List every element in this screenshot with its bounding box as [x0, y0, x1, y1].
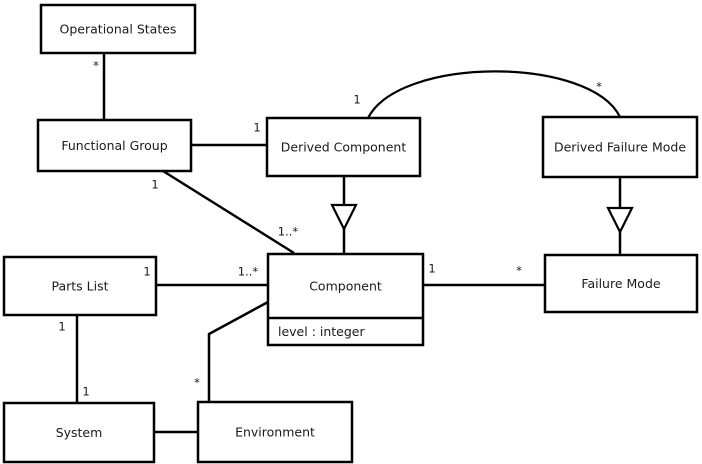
class-box-environment[interactable]: Environment: [196, 400, 354, 464]
class-name: Component: [309, 279, 382, 294]
association-component-environment: [207, 300, 269, 402]
labels-layer: * 1 1 1..* 1 * 1 1..* 1 * 1 1 *: [58, 59, 602, 399]
class-name: Derived Failure Mode: [554, 140, 686, 155]
class-box-functional-group[interactable]: Functional Group: [36, 118, 193, 173]
multiplicity-label: *: [596, 80, 602, 94]
multiplicity-label: 1..*: [278, 225, 299, 239]
multiplicity-label: 1: [353, 93, 360, 107]
class-name: Failure Mode: [581, 276, 660, 291]
multiplicity-label: 1..*: [238, 265, 259, 279]
class-box-component[interactable]: Component level : integer: [266, 252, 425, 347]
class-frame: [265, 116, 422, 178]
class-name: Functional Group: [61, 138, 167, 153]
class-frame: [543, 253, 699, 314]
class-frame: [196, 400, 354, 464]
class-frame: [266, 252, 425, 347]
association-functional-group-component: [162, 169, 295, 255]
multiplicity-label: 1: [143, 265, 150, 279]
class-name: System: [56, 425, 103, 440]
class-frame: [2, 401, 156, 464]
multiplicity-label: 1: [253, 121, 260, 135]
class-box-parts-list[interactable]: Parts List: [2, 255, 158, 317]
connector-line: [207, 300, 269, 402]
class-frame: [36, 118, 193, 173]
multiplicity-label: 1: [82, 385, 89, 399]
class-frame: [541, 115, 699, 179]
class-name: Derived Component: [281, 140, 407, 155]
multiplicity-label: 1: [58, 320, 65, 334]
multiplicity-label: *: [93, 59, 99, 73]
multiplicity-label: 1: [151, 178, 158, 192]
associations-layer: [75, 53, 634, 434]
multiplicity-label: 1: [428, 262, 435, 276]
class-frame: [39, 3, 197, 55]
class-box-derived-component[interactable]: Derived Component: [265, 116, 422, 178]
class-name: Environment: [235, 425, 315, 440]
class-frame: [2, 255, 158, 317]
multiplicity-label: *: [194, 376, 200, 390]
association-derived-failure-mode-generalization: [606, 177, 634, 255]
association-derived-component-derived-failure-mode: [367, 70, 621, 119]
association-derived-component-generalization: [330, 176, 358, 254]
class-box-derived-failure-mode[interactable]: Derived Failure Mode: [541, 115, 699, 179]
class-box-failure-mode[interactable]: Failure Mode: [543, 253, 699, 314]
class-attribute: level : integer: [278, 324, 365, 339]
class-name: Operational States: [60, 22, 177, 37]
connector-line: [367, 70, 621, 119]
class-box-system[interactable]: System: [2, 401, 156, 464]
class-name: Parts List: [51, 279, 108, 294]
class-box-operational-states[interactable]: Operational States: [39, 3, 197, 55]
multiplicity-label: *: [516, 264, 522, 278]
connector-line: [162, 169, 295, 255]
generalization-arrow-icon: [330, 203, 358, 232]
generalization-arrow-icon: [606, 206, 634, 235]
